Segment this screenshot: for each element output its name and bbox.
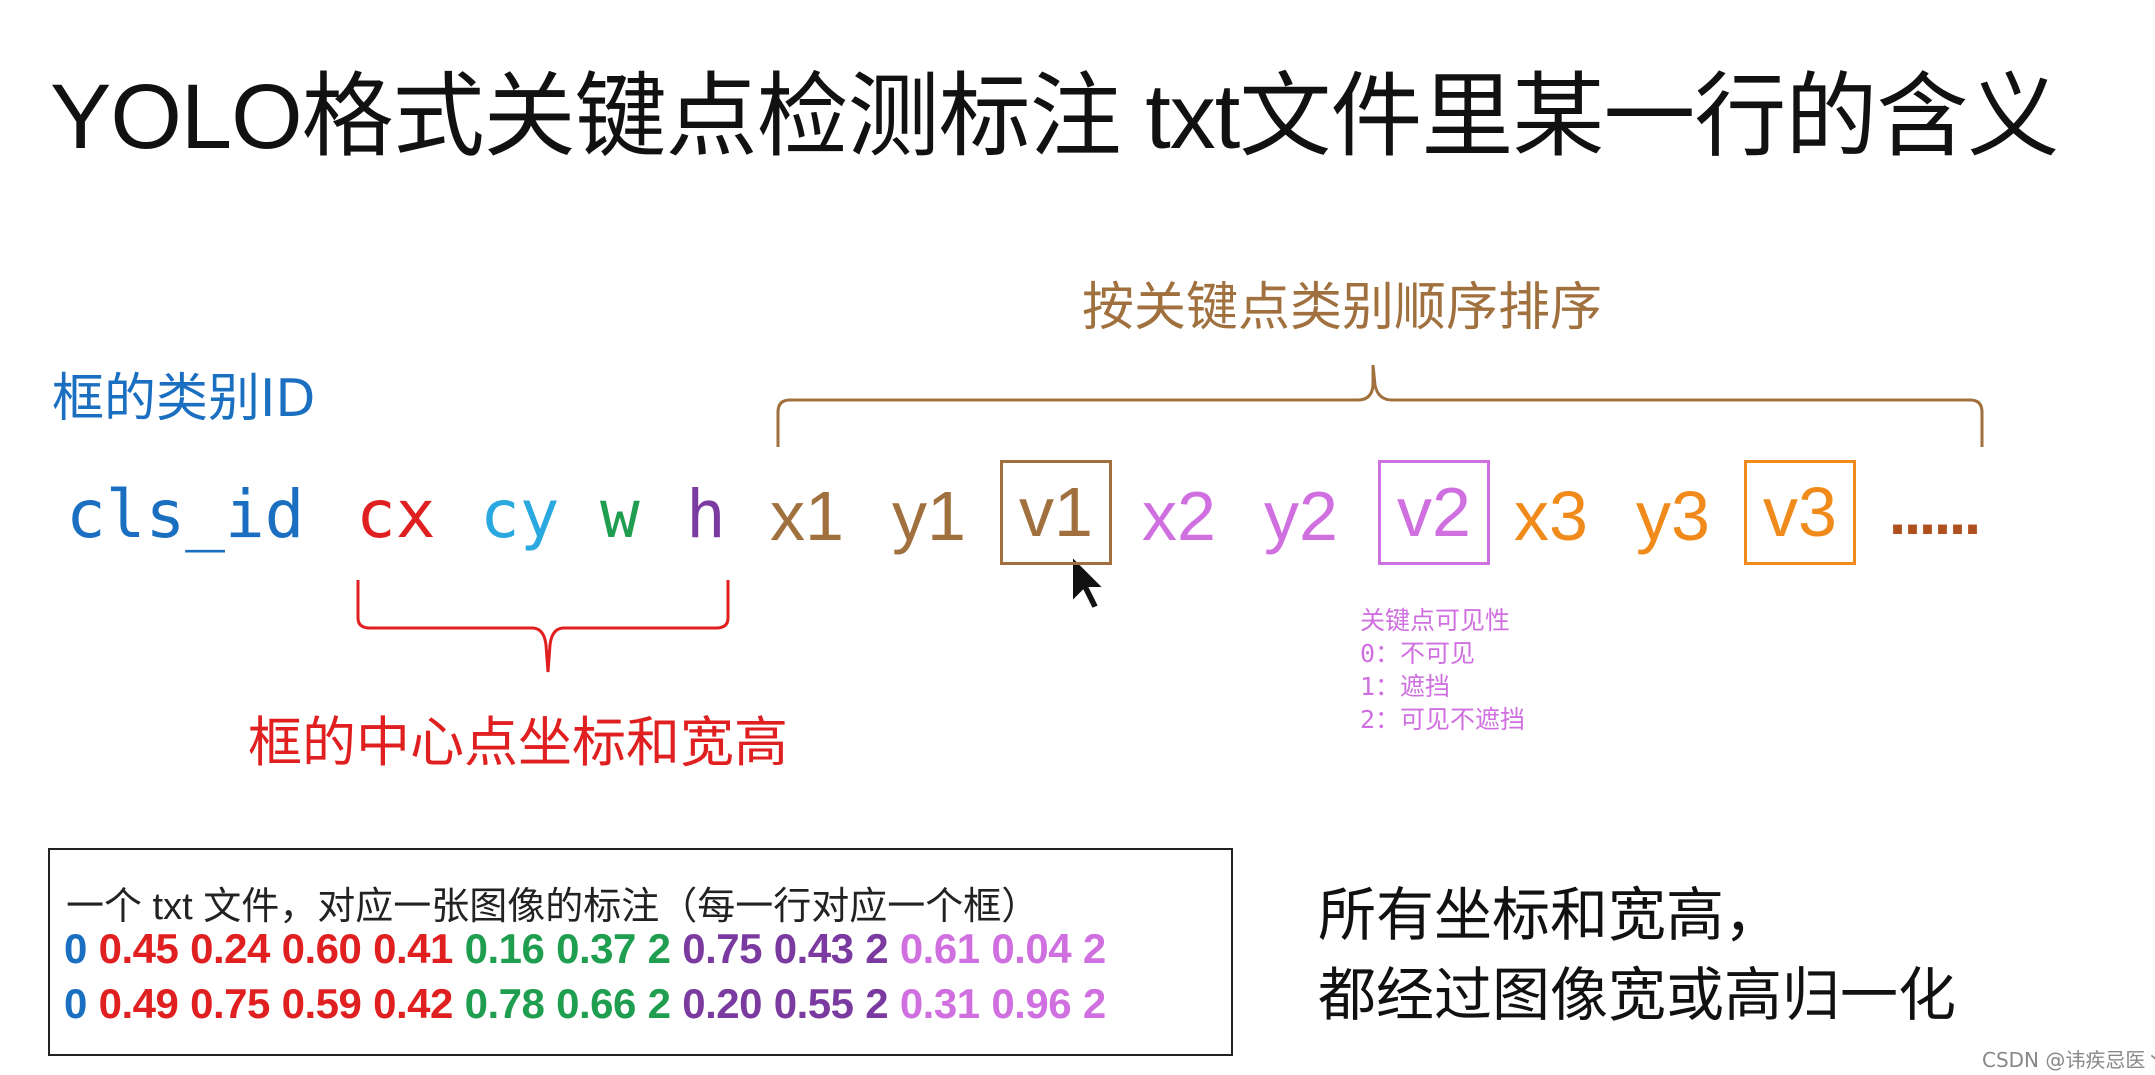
- visibility-item-1: 1：遮挡: [1360, 672, 1451, 701]
- field-y3: y3: [1636, 477, 1710, 555]
- example-value: 0.61: [899, 925, 980, 972]
- visibility-legend: 关键点可见性 0：不可见 1：遮挡 2：可见不遮挡: [1360, 604, 1525, 736]
- example-value: 2: [865, 980, 889, 1027]
- example-value: 2: [1082, 980, 1106, 1027]
- example-value: 2: [647, 925, 671, 972]
- visibility-item-0: 0：不可见: [1360, 639, 1476, 668]
- example-value: 0.75: [190, 980, 270, 1027]
- normalize-note-line-1: 所有坐标和宽高，: [1318, 881, 1783, 949]
- example-value: 2: [1082, 925, 1106, 972]
- field-h: h: [686, 476, 726, 553]
- example-value: 0.43: [773, 925, 854, 972]
- visibility-legend-title: 关键点可见性: [1360, 606, 1511, 635]
- example-value: 2: [865, 925, 889, 972]
- box-class-id-label: 框的类别ID: [52, 369, 316, 429]
- field-w: w: [600, 476, 640, 553]
- example-value: 0.42: [373, 980, 453, 1027]
- example-caption: 一个 txt 文件，对应一张图像的标注（每一行对应一个框）: [66, 886, 1040, 928]
- example-value: 0.59: [281, 980, 362, 1027]
- example-value: 2: [647, 980, 671, 1027]
- example-value: 0.24: [190, 925, 270, 972]
- example-value: 0.31: [899, 980, 980, 1027]
- field-x1: x1: [770, 477, 844, 555]
- page-title: YOLO格式关键点检测标注 txt文件里某一行的含义: [50, 66, 2059, 168]
- example-value: 0: [64, 925, 87, 972]
- example-value: 0.96: [991, 980, 1072, 1027]
- example-value: 0.75: [682, 925, 762, 972]
- cursor-icon: [1071, 553, 1107, 611]
- field-y1: y1: [892, 477, 966, 555]
- keypoint-order-label: 按关键点类别顺序排序: [1082, 278, 1603, 338]
- field-cls-id: cls_id: [66, 476, 305, 553]
- example-value: 0.41: [373, 925, 453, 972]
- example-box: [48, 848, 1233, 1056]
- field-x3: x3: [1514, 477, 1588, 555]
- field-y2: y2: [1264, 477, 1338, 555]
- example-value: 0: [64, 980, 87, 1027]
- field-v3-box: v3: [1744, 460, 1856, 565]
- normalize-note-line-2: 都经过图像宽或高归一化: [1318, 961, 1957, 1029]
- bbox-center-size-label: 框的中心点坐标和宽高: [248, 711, 788, 774]
- example-value: 0.37: [556, 925, 636, 972]
- example-value: 0.20: [682, 980, 762, 1027]
- field-v2-box: v2: [1378, 460, 1490, 565]
- example-value: 0.78: [464, 980, 545, 1027]
- field-v1-box: v1: [1000, 460, 1112, 565]
- example-value: 0.16: [464, 925, 545, 972]
- example-value: 0.49: [98, 980, 179, 1027]
- example-value: 0.66: [556, 980, 636, 1027]
- example-value: 0.55: [773, 980, 854, 1027]
- example-value: 0.04: [991, 925, 1072, 972]
- watermark: CSDN @讳疾忌医丶: [1982, 1048, 2155, 1072]
- keypoint-brace: [776, 364, 1984, 447]
- field-cx: cx: [356, 476, 436, 553]
- field-cy: cy: [480, 476, 560, 553]
- bbox-brace: [356, 580, 730, 673]
- visibility-item-2: 2：可见不遮挡: [1360, 705, 1526, 734]
- field-ellipsis: ......: [1888, 488, 1982, 546]
- example-value: 0.45: [98, 925, 179, 972]
- field-x2: x2: [1142, 477, 1216, 555]
- normalize-note: 所有坐标和宽高， 都经过图像宽或高归一化: [1318, 875, 1956, 1035]
- example-value: 0.60: [281, 925, 362, 972]
